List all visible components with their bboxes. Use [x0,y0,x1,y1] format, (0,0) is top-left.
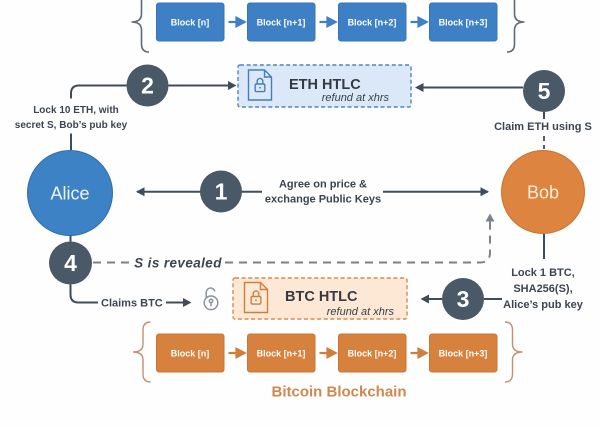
svg-text:Block [n+3]: Block [n+3] [439,349,488,359]
svg-text:Block [n+2]: Block [n+2] [348,18,397,28]
svg-text:exchange Public Keys: exchange Public Keys [265,194,381,206]
svg-text:S is revealed: S is revealed [134,256,222,271]
svg-text:Lock 10 ETH, with: Lock 10 ETH, with [33,105,119,116]
svg-text:Bob: Bob [527,183,559,203]
svg-text:refund at xhrs: refund at xhrs [327,306,395,318]
svg-text:Block [n]: Block [n] [171,18,210,28]
svg-text:refund at xhrs: refund at xhrs [322,92,390,104]
svg-text:4: 4 [64,250,77,276]
svg-text:SHA256(S),: SHA256(S), [513,283,572,295]
svg-text:Block [n+2]: Block [n+2] [348,349,397,359]
svg-text:Block [n+1]: Block [n+1] [257,349,306,359]
svg-text:Block [n]: Block [n] [171,349,210,359]
svg-text:Bitcoin Blockchain: Bitcoin Blockchain [271,384,406,401]
svg-text:Block [n+1]: Block [n+1] [257,18,306,28]
svg-text:Agree on price &: Agree on price & [279,179,367,191]
svg-text:Block [n+3]: Block [n+3] [439,18,488,28]
svg-text:2: 2 [141,73,154,99]
svg-text:secret S, Bob’s pub key: secret S, Bob’s pub key [15,120,128,131]
svg-text:1: 1 [215,179,228,205]
svg-text:Claim ETH using S: Claim ETH using S [494,121,592,133]
svg-text:5: 5 [538,78,551,104]
svg-text:Alice: Alice [50,184,89,204]
svg-text:ETH HTLC: ETH HTLC [289,77,361,93]
svg-text:Lock 1 BTC,: Lock 1 BTC, [511,267,575,279]
svg-text:3: 3 [457,286,470,312]
svg-text:BTC HTLC: BTC HTLC [285,289,358,305]
svg-text:Alice’s pub key: Alice’s pub key [503,299,584,311]
svg-text:Claims BTC: Claims BTC [101,298,163,310]
